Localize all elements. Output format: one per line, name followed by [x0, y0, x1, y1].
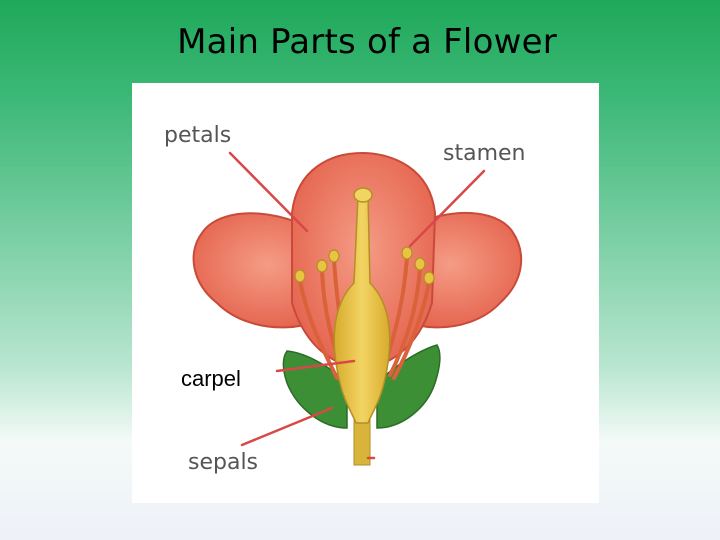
flower-diagram: petals stamen sepals — [132, 83, 599, 503]
sepals-label: sepals — [188, 450, 259, 475]
flower-illustration — [192, 151, 523, 466]
stamen-label: stamen — [443, 141, 526, 166]
slide-title: Main Parts of a Flower — [177, 22, 557, 62]
pointer-lines — [228, 151, 486, 460]
carpel — [333, 194, 391, 424]
carpel-label: carpel — [181, 366, 241, 391]
anthers — [294, 246, 435, 285]
petals-label: petals — [164, 123, 232, 148]
stigma — [353, 187, 373, 203]
